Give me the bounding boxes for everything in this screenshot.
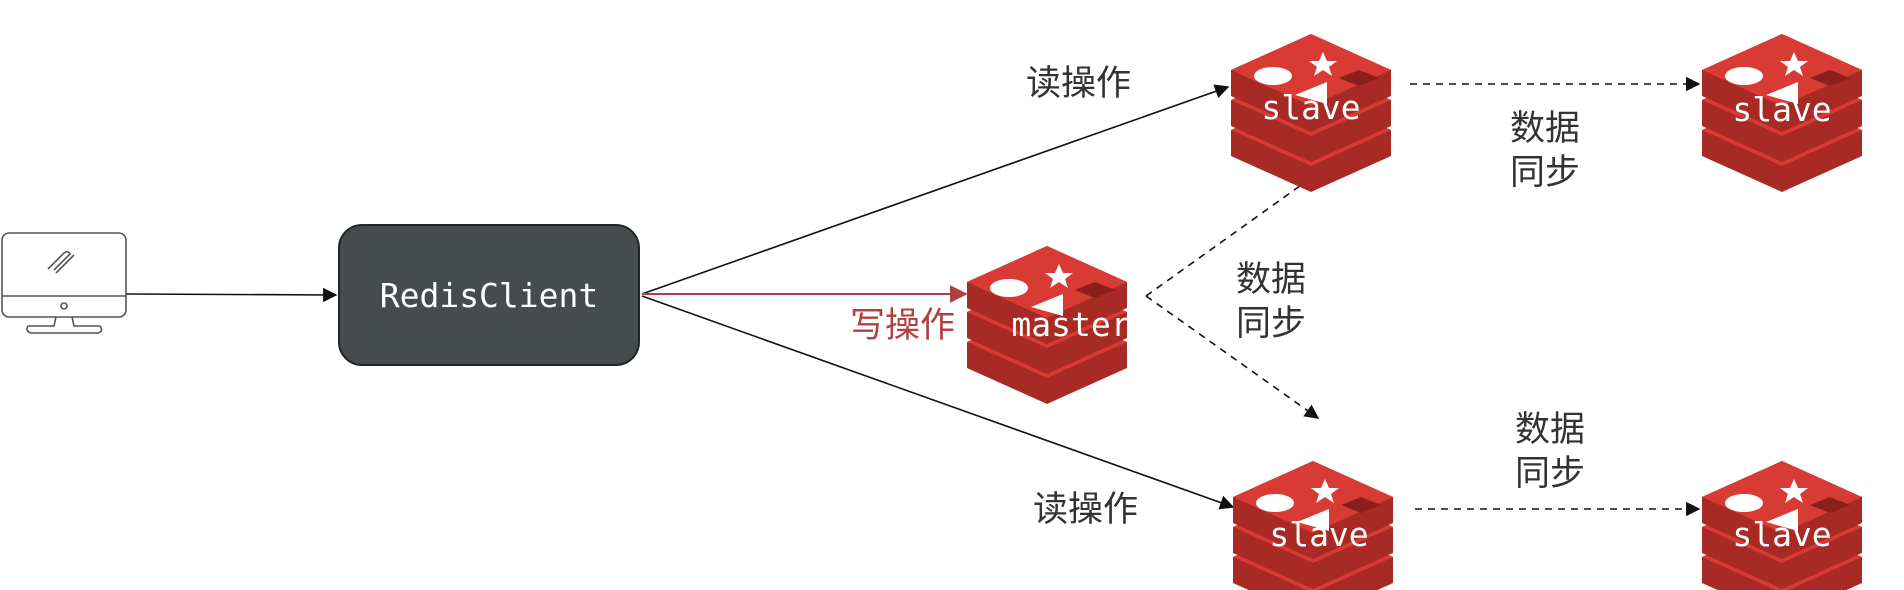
sync-label-bottom-line2: 同步 xyxy=(1515,454,1586,494)
redis-client-box: RedisClient xyxy=(338,224,640,366)
sync-arrow-master-to-top xyxy=(1145,172,1320,297)
slave-bottom-left-label: slave xyxy=(1269,515,1369,554)
slave-bottom-right-label: slave xyxy=(1732,515,1832,554)
sync-label-bottom-line1: 数据 xyxy=(1515,410,1586,450)
sync-label-top-line2: 同步 xyxy=(1510,153,1581,193)
computer-to-client-arrow xyxy=(125,287,338,303)
redis-client-label: RedisClient xyxy=(379,275,599,315)
master-label: master xyxy=(1011,305,1131,344)
read-op-label-bottom: 读操作 xyxy=(1033,490,1139,530)
slave-top-left-label: slave xyxy=(1261,88,1361,127)
slave-top-right-label: slave xyxy=(1732,90,1832,129)
sync-label-middle-line1: 数据 xyxy=(1236,260,1307,300)
desktop-computer-icon xyxy=(1,232,127,334)
sync-label-middle-line2: 同步 xyxy=(1236,304,1307,344)
sync-label-top-line1: 数据 xyxy=(1510,109,1581,149)
read-arrow-top xyxy=(641,84,1230,295)
read-op-label-top: 读操作 xyxy=(1026,64,1132,104)
write-op-label: 写操作 xyxy=(850,306,956,346)
sync-arrow-master-to-bottom xyxy=(1145,295,1320,419)
read-arrow-bottom xyxy=(641,295,1235,510)
